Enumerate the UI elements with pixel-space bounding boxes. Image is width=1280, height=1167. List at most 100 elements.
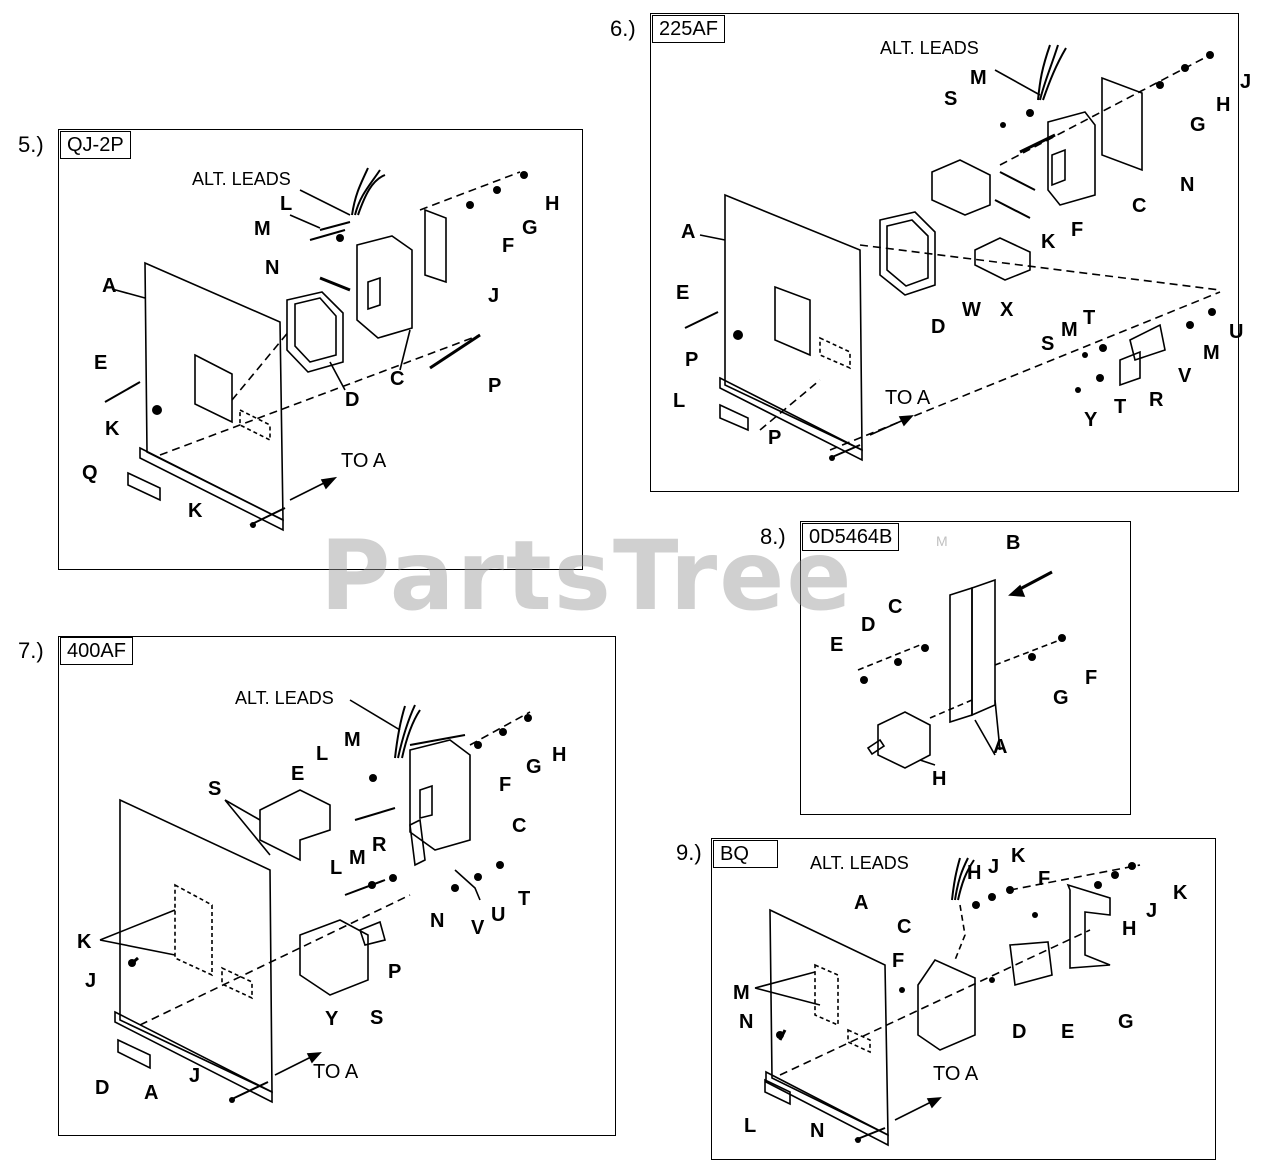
callout-label: H (545, 193, 560, 215)
callout-label: K (188, 500, 203, 522)
callout-label: K (1173, 882, 1188, 904)
watermark-mark: M (936, 533, 948, 549)
callout-label: Y (1084, 409, 1098, 431)
diagram-6-number: 6.) (610, 16, 636, 41)
callout-label: P (488, 375, 502, 397)
diagram-9-number: 9.) (676, 840, 702, 865)
diagram-8-model-tab: 0D5464B (802, 523, 900, 551)
callout-label: P (768, 427, 782, 449)
callout-label: T (1083, 307, 1096, 329)
callout-label: D (861, 614, 876, 636)
callout-label: F (499, 774, 512, 796)
callout-label: E (291, 763, 305, 785)
callout-label: D (1012, 1021, 1027, 1043)
callout-label: Q (82, 462, 98, 484)
callout-label: M (733, 982, 750, 1004)
callout-label: R (1149, 389, 1164, 411)
callout-label: T (518, 888, 531, 910)
callout-label: C (897, 916, 912, 938)
callout-label: ALT. LEADS (880, 38, 979, 58)
callout-label: J (1146, 900, 1158, 922)
diagram-9-model-tab: BQ (713, 840, 778, 868)
callout-label: C (888, 596, 903, 618)
callout-label: M (1061, 319, 1078, 341)
callout-label: P (388, 961, 402, 983)
callout-label: Y (325, 1008, 339, 1030)
callout-label: C (512, 815, 527, 837)
diagram-7-panel (58, 636, 616, 1136)
callout-label: L (316, 743, 329, 765)
callout-label: TO A (885, 387, 931, 409)
callout-label: C (1132, 195, 1147, 217)
callout-label: J (488, 285, 500, 307)
callout-label: ALT. LEADS (192, 169, 291, 189)
callout-label: H (967, 862, 982, 884)
diagram-8-number: 8.) (760, 524, 786, 549)
callout-label: A (993, 736, 1008, 758)
callout-label: H (932, 768, 947, 790)
callout-label: G (1118, 1011, 1134, 1033)
callout-label: M (254, 218, 271, 240)
callout-label: N (265, 257, 280, 279)
callout-label: A (102, 275, 117, 297)
callout-label: N (1180, 174, 1195, 196)
callout-label: N (739, 1011, 754, 1033)
callout-label: TO A (341, 450, 387, 472)
callout-label: J (189, 1065, 201, 1087)
callout-label: W (962, 299, 981, 321)
callout-label: F (1071, 219, 1084, 241)
callout-label: M (970, 67, 987, 89)
callout-label: A (681, 221, 696, 243)
callout-label: F (892, 950, 905, 972)
callout-label: H (1216, 94, 1231, 116)
callout-label: D (345, 389, 360, 411)
callout-label: M (349, 847, 366, 869)
callout-label: TO A (933, 1063, 979, 1085)
callout-label: K (105, 418, 120, 440)
callout-label: X (1000, 299, 1014, 321)
callout-label: G (522, 217, 538, 239)
callout-label: G (526, 756, 542, 778)
diagram-8-panel (800, 521, 1131, 815)
diagram-5-model-tab: QJ-2P (60, 131, 131, 159)
callout-label: B (1006, 532, 1021, 554)
callout-label: ALT. LEADS (810, 853, 909, 873)
callout-label: K (77, 931, 92, 953)
callout-label: C (390, 368, 405, 390)
diagram-7-number: 7.) (18, 638, 44, 663)
callout-label: TO A (313, 1061, 359, 1083)
callout-label: E (830, 634, 844, 656)
callout-label: E (94, 352, 108, 374)
callout-label: V (1178, 365, 1192, 387)
watermark: PartsTree (320, 520, 854, 632)
callout-label: J (988, 856, 1000, 878)
diagram-5-number: 5.) (18, 132, 44, 157)
callout-label: H (552, 744, 567, 766)
callout-label: R (372, 834, 387, 856)
callout-label: L (280, 193, 293, 215)
callout-label: A (854, 892, 869, 914)
callout-label: J (85, 970, 97, 992)
callout-label: A (144, 1082, 159, 1104)
diagram-6-model-tab: 225AF (652, 15, 725, 43)
callout-label: N (430, 910, 445, 932)
callout-label: E (1061, 1021, 1075, 1043)
callout-label: F (502, 235, 515, 257)
callout-label: ALT. LEADS (235, 688, 334, 708)
callout-label: P (685, 349, 699, 371)
callout-label: S (370, 1007, 384, 1029)
diagram-7-model-tab: 400AF (60, 637, 133, 665)
callout-label: F (1085, 667, 1098, 689)
callout-label: J (1240, 71, 1252, 93)
callout-label: V (471, 917, 485, 939)
callout-label: H (1122, 918, 1137, 940)
callout-label: S (944, 88, 958, 110)
callout-label: L (330, 857, 343, 879)
callout-label: N (810, 1120, 825, 1142)
callout-label: D (931, 316, 946, 338)
callout-label: M (344, 729, 361, 751)
callout-label: L (744, 1115, 757, 1137)
callout-label: M (1203, 342, 1220, 364)
callout-label: K (1041, 231, 1056, 253)
